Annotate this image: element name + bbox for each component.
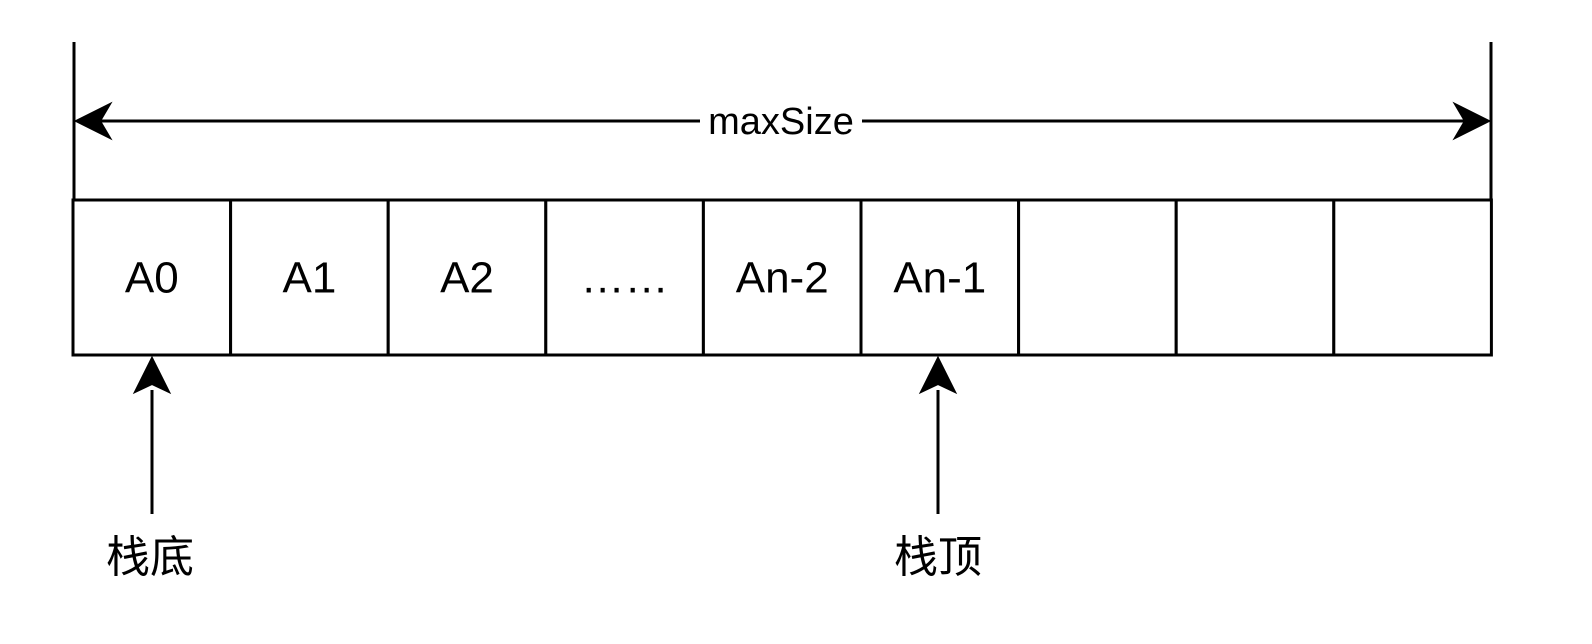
left-arrowhead-icon [73,101,113,141]
max-size-dimension-arrow: maxSize [73,101,1492,143]
stack-bottom-pointer: 栈底 [106,355,194,582]
stack-cell-label: A0 [125,254,179,303]
stack-top-label: 栈顶 [894,533,982,582]
stack-cell [71,198,233,357]
stack-bottom-label: 栈底 [106,533,194,582]
stack-cell-label: …… [581,254,669,303]
top-up-arrow-icon [918,355,958,395]
stack-cell [859,198,1021,357]
stack-cell [229,198,390,357]
stack-cell [1174,198,1336,357]
stack-cell-label: An-1 [893,254,986,303]
stack-cell [1017,198,1178,357]
right-arrowhead-icon [1452,101,1492,141]
stack-cell-label: An-2 [736,254,829,303]
stack-cell [1332,198,1493,357]
stack-top-pointer: 栈顶 [894,355,982,582]
bottom-up-arrow-icon [132,355,172,395]
max-size-label: maxSize [708,101,854,143]
stack-array: A0 A1 A2 …… An-2 An-1 [71,198,1493,357]
stack-cell-label: A1 [282,254,336,303]
stack-cell-label: A2 [440,254,494,303]
